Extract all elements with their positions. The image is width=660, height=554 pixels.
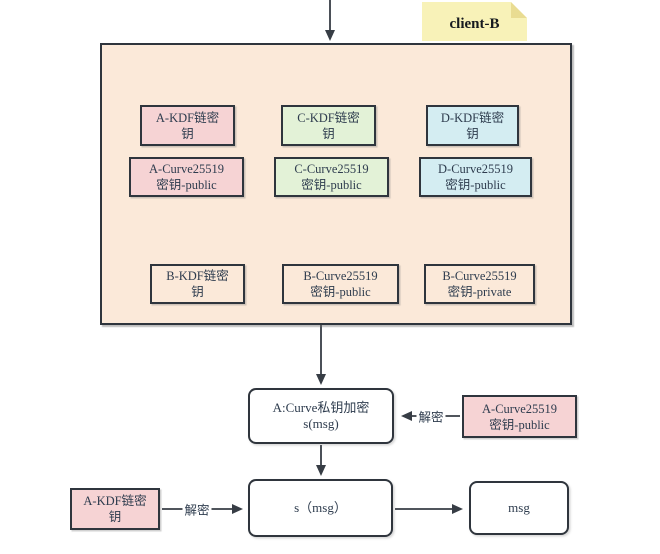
key-box-a-curve-public: A-Curve25519 密钥-public [129, 157, 244, 197]
key-box-text: 密钥-public [301, 178, 362, 192]
key-box-text: D-Curve25519 [438, 162, 513, 176]
key-box-text: 钥 [191, 285, 204, 299]
s-msg-box-text: s（msg） [294, 500, 347, 515]
key-box-c-kdf-chain: C-KDF链密 钥 [281, 105, 376, 146]
key-box-text: B-Curve25519 [303, 269, 378, 283]
key-box-b-kdf-chain: B-KDF链密 钥 [150, 264, 245, 304]
key-box-text: C-Curve25519 [294, 162, 369, 176]
key-box-text: D-KDF链密 [440, 110, 505, 125]
s-msg-box: s（msg） [248, 479, 393, 537]
key-box-text: B-KDF链密 [166, 269, 229, 283]
key-box-text: A-KDF链密 [83, 494, 147, 508]
key-box-text: 钥 [108, 510, 122, 524]
key-box-text: A-KDF链密 [155, 110, 220, 125]
key-box-text: 密钥-public [489, 417, 550, 432]
key-box-text: 密钥-private [447, 285, 512, 299]
decrypt-label-left: 解密 [182, 499, 212, 519]
encrypt-box-text: s(msg) [303, 416, 339, 431]
encrypt-box: A:Curve私钥加密 s(msg) [248, 388, 394, 444]
key-box-a-kdf-chain-side: A-KDF链密 钥 [70, 488, 160, 530]
msg-box-text: msg [508, 500, 530, 515]
key-box-b-curve-public: B-Curve25519 密钥-public [282, 264, 399, 304]
client-b-note: client-B [422, 2, 527, 41]
key-box-text: 钥 [322, 126, 335, 141]
key-box-text: B-Curve25519 [442, 269, 517, 283]
key-box-text: A-Curve25519 [482, 401, 557, 416]
key-box-text: 密钥-public [445, 178, 506, 192]
key-box-text: C-KDF链密 [297, 110, 360, 125]
msg-box: msg [469, 481, 569, 535]
key-box-text: 钥 [466, 126, 479, 141]
encrypt-box-text: A:Curve私钥加密 [272, 400, 370, 415]
key-box-b-curve-private: B-Curve25519 密钥-private [424, 264, 535, 304]
key-box-c-curve-public: C-Curve25519 密钥-public [274, 157, 389, 197]
key-box-text: A-Curve25519 [149, 162, 224, 176]
key-box-a-kdf-chain: A-KDF链密 钥 [140, 105, 235, 146]
key-box-d-curve-public: D-Curve25519 密钥-public [419, 157, 532, 197]
key-box-text: 密钥-public [310, 285, 371, 299]
key-box-d-kdf-chain: D-KDF链密 钥 [426, 105, 519, 146]
key-box-text: 钥 [181, 126, 194, 141]
client-b-label: client-B [449, 16, 500, 32]
client-b-container: A-KDF链密 钥 C-KDF链密 钥 D-KDF链密 钥 A-Curve255… [100, 43, 572, 325]
decrypt-label-right: 解密 [416, 406, 446, 426]
key-box-text: 密钥-public [156, 178, 217, 192]
key-box-a-curve-public-side: A-Curve25519 密钥-public [462, 395, 577, 438]
note-fold-corner-icon [511, 2, 527, 18]
